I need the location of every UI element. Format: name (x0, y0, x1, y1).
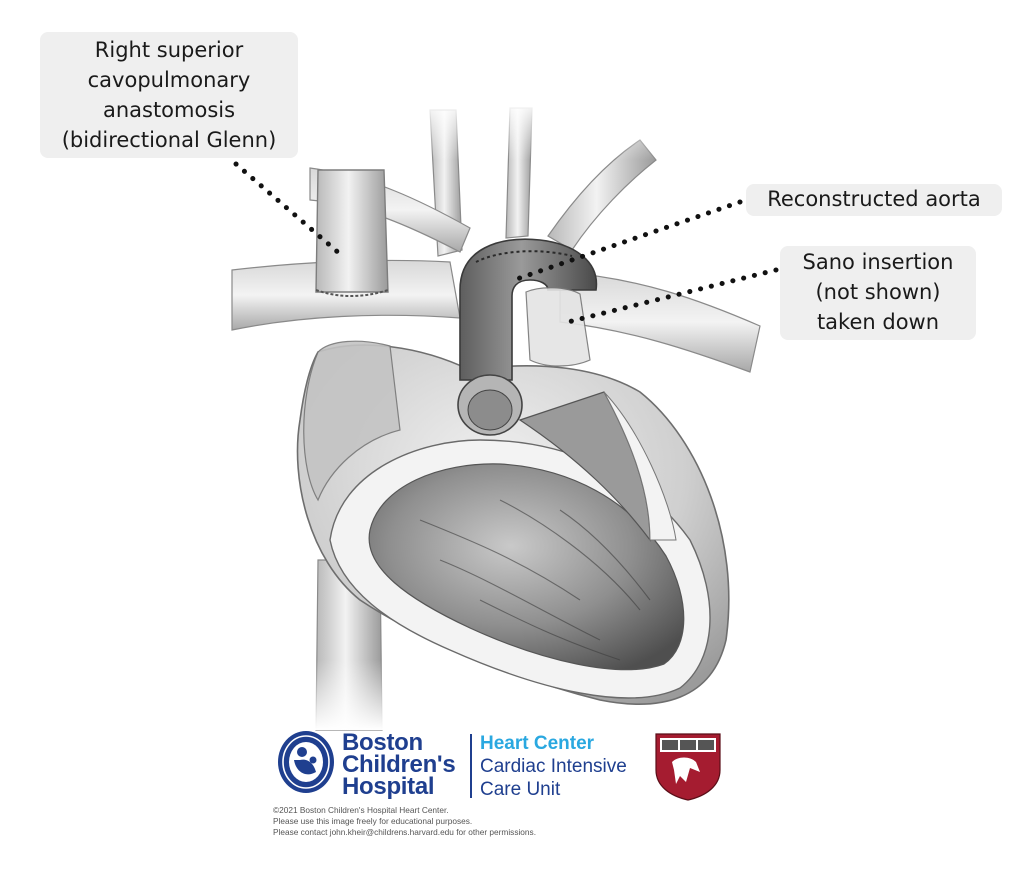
callout-sano-line-1: Sano insertion (802, 250, 954, 274)
bch-line-2: Children's (342, 751, 456, 778)
callout-sano-line-2: (not shown) (815, 280, 941, 304)
heart-center-logo-text: Heart Center Cardiac Intensive Care Unit (480, 732, 627, 801)
callout-sano-insertion: Sano insertion (not shown) taken down (780, 246, 976, 340)
leader-glenn (233, 161, 343, 257)
pulmonary-artery-right-branch (559, 271, 761, 373)
bch-line-1: Boston (342, 729, 423, 756)
fade-top (220, 100, 780, 160)
reconstructed-aorta (459, 238, 598, 381)
callout-reconstructed-aorta: Reconstructed aorta (746, 184, 1002, 216)
glenn-suture-line (315, 289, 389, 297)
ventricle-cavity (368, 463, 685, 671)
callout-glenn-line-2: cavopulmonary (87, 68, 251, 92)
superior-vena-cava (315, 169, 389, 293)
fade-bottom (290, 660, 410, 730)
heart-center-sub-2: Care Unit (480, 779, 561, 800)
callout-glenn-line-1: Right superior (94, 38, 244, 62)
heart-center-sub-1: Cardiac Intensive (480, 756, 627, 777)
boston-childrens-logo-text: Boston Children's Hospital (342, 729, 456, 800)
logo-divider (470, 734, 472, 798)
callout-aorta-line-1: Reconstructed aorta (767, 187, 981, 211)
right-atrium (303, 340, 401, 502)
leader-aorta (511, 199, 743, 283)
harvard-shield-icon (655, 733, 721, 801)
leader-sano (565, 267, 779, 325)
heart-center-title: Heart Center (480, 733, 595, 754)
callout-glenn-line-4: (bidirectional Glenn) (61, 128, 277, 152)
boston-childrens-seal-icon (278, 731, 334, 793)
bch-line-3: Hospital (342, 773, 435, 800)
right-ventricle-wall (603, 391, 677, 541)
aortic-root-inner (467, 389, 513, 431)
callout-sano-line-3: taken down (816, 310, 940, 334)
pulmonary-artery-stump (525, 287, 591, 367)
copyright-line-1: ©2021 Boston Children's Hospital Heart C… (273, 805, 449, 815)
copyright-notice: ©2021 Boston Children's Hospital Heart C… (273, 805, 536, 838)
trabeculations (419, 499, 651, 661)
callout-glenn-line-3: anastomosis (102, 98, 236, 122)
callout-glenn-anastomosis: Right superior cavopulmonary anastomosis… (40, 32, 298, 158)
logo-bar: Boston Children's Hospital Heart Center … (270, 724, 740, 802)
aorta-suture-line (475, 250, 573, 263)
copyright-line-2: Please use this image freely for educati… (273, 816, 473, 826)
copyright-line-3: Please contact john.kheir@childrens.harv… (273, 827, 536, 837)
